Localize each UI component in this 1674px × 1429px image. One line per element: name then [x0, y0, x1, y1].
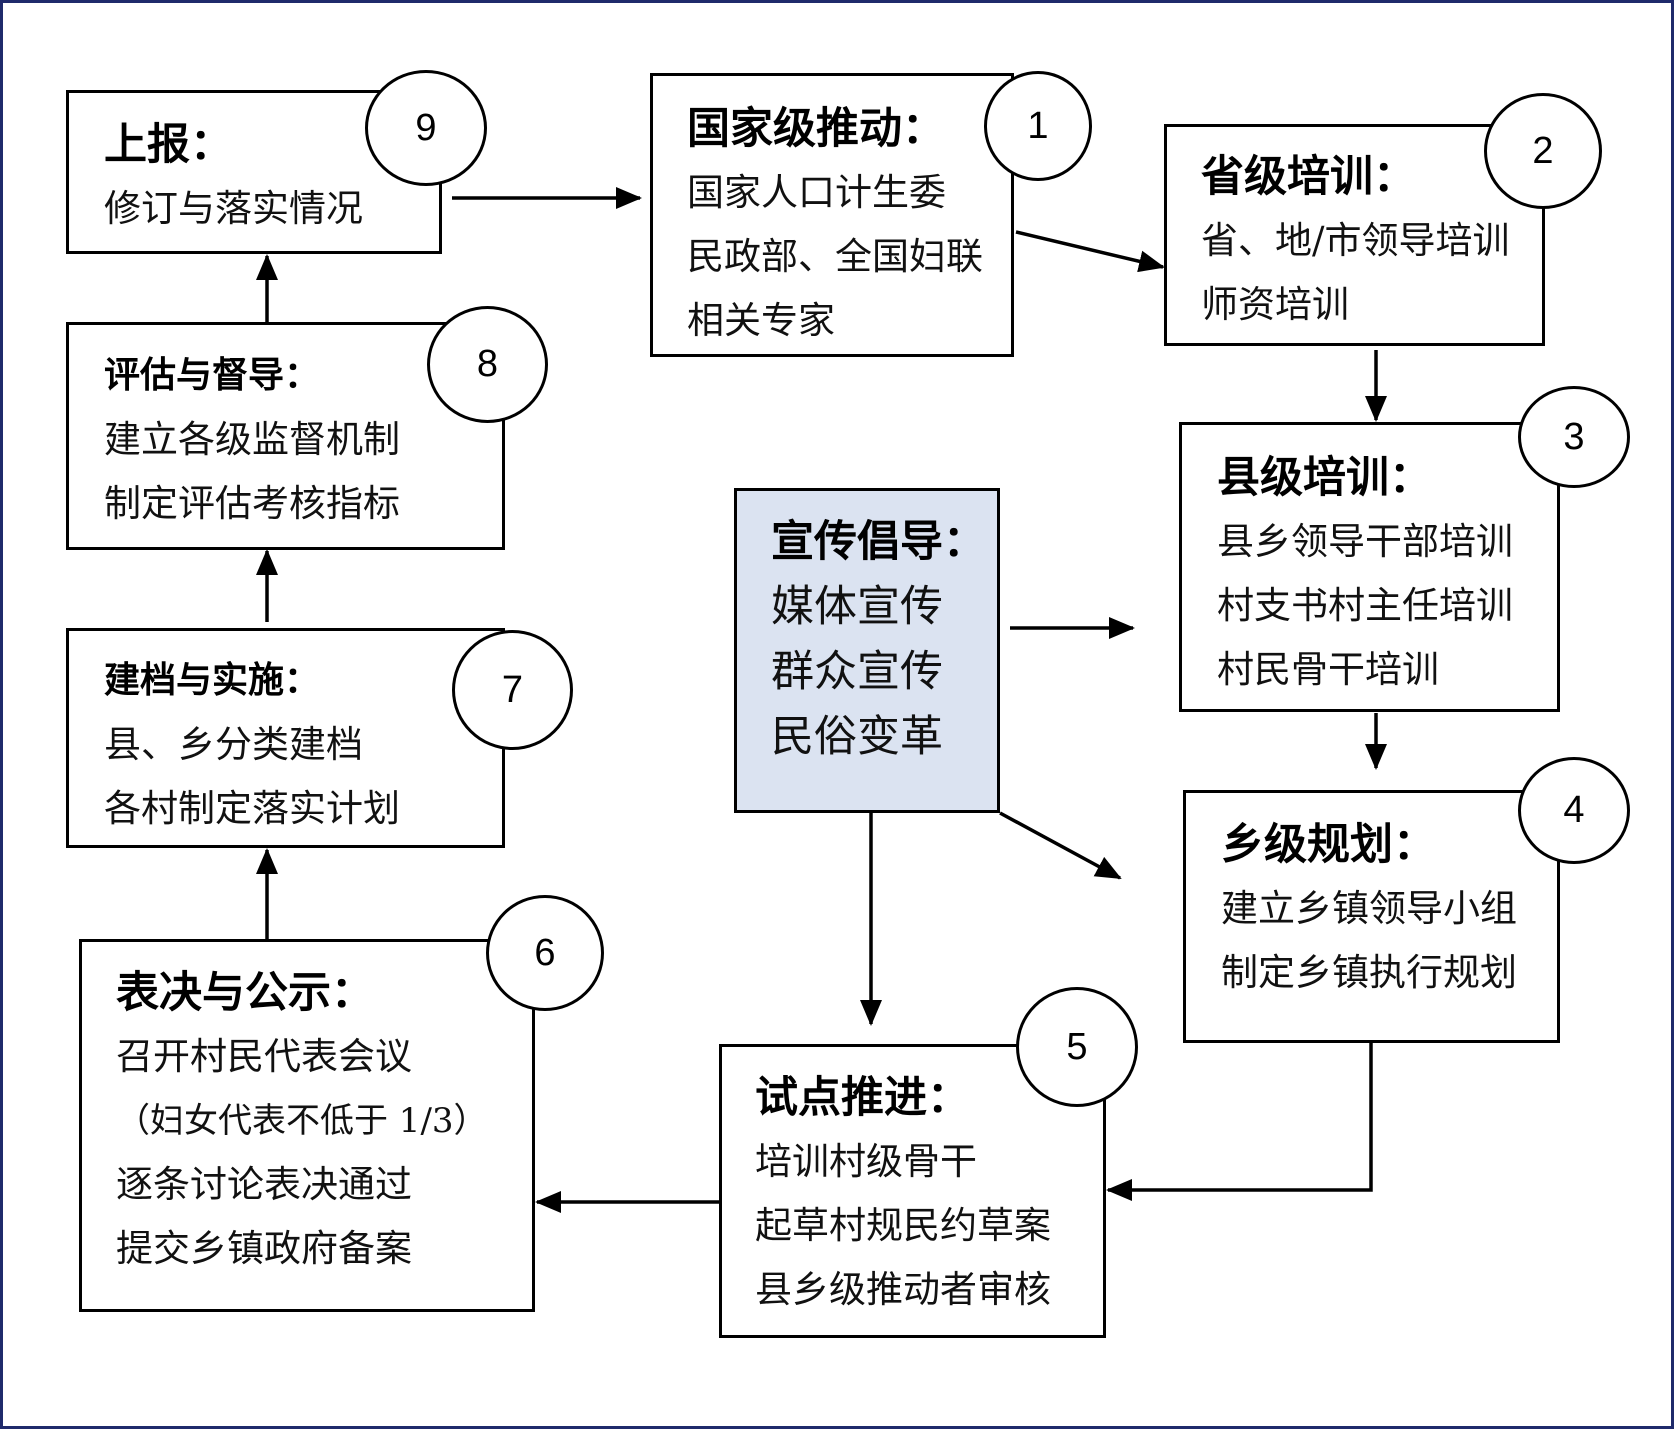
advocacy-line: 媒体宣传	[771, 582, 943, 632]
step-title: 评估与督导：	[104, 355, 321, 396]
step-line: 修订与落实情况	[104, 187, 363, 230]
step-line: 建立各级监督机制	[104, 418, 400, 461]
step-box-6: 表决与公示： 召开村民代表会议 （妇女代表不低于 1/3） 逐条讨论表决通过 提…	[79, 939, 535, 1312]
step-box-1: 国家级推动： 国家人口计生委 民政部、全国妇联 相关专家	[650, 73, 1014, 357]
step-box-3: 县级培训： 县乡领导干部培训 村支书村主任培训 村民骨干培训	[1179, 422, 1560, 712]
step-line: 县乡级推动者审核	[755, 1268, 1051, 1311]
step-line: 县乡领导干部培训	[1217, 520, 1513, 563]
step-line: 省、地/市领导培训	[1201, 219, 1510, 262]
step-number-badge-6: 6	[486, 895, 604, 1011]
step-line: 县、乡分类建档	[104, 723, 363, 766]
step-line: 制定评估考核指标	[104, 482, 400, 525]
step-line: 逐条讨论表决通过	[116, 1163, 412, 1206]
step-title: 乡级规划：	[1221, 820, 1436, 870]
step-title: 建档与实施：	[104, 660, 321, 701]
step-line: 建立乡镇领导小组	[1221, 887, 1517, 930]
step-line: 制定乡镇执行规划	[1221, 951, 1517, 994]
step-number-badge-2: 2	[1484, 93, 1602, 209]
step-line: 培训村级骨干	[755, 1140, 977, 1183]
step-number-badge-9: 9	[365, 70, 487, 186]
step-number-badge-5: 5	[1016, 987, 1138, 1107]
step-line: 民政部、全国妇联	[687, 235, 983, 278]
step-line: 相关专家	[687, 299, 835, 342]
step-line: 村支书村主任培训	[1217, 584, 1513, 627]
advocacy-title: 宣传倡导：	[771, 517, 986, 567]
step-title: 国家级推动：	[687, 104, 945, 154]
step-line: 提交乡镇政府备案	[116, 1227, 412, 1270]
advocacy-line: 群众宣传	[771, 647, 943, 697]
advocacy-line: 民俗变革	[771, 712, 943, 762]
arrow-advocacy-to-step4	[999, 811, 1122, 880]
step-title: 县级培训：	[1217, 453, 1432, 503]
step-number-badge-1: 1	[984, 71, 1092, 181]
step-title: 上报：	[104, 120, 233, 170]
step-title: 试点推进：	[755, 1073, 970, 1123]
advocacy-box: 宣传倡导： 媒体宣传 群众宣传 民俗变革	[734, 488, 1000, 813]
step-number-badge-8: 8	[427, 306, 548, 423]
arrow-step1-to-step2	[1015, 230, 1165, 273]
step-box-2: 省级培训： 省、地/市领导培训 师资培训	[1164, 124, 1545, 346]
step-line: 国家人口计生委	[687, 171, 946, 214]
step-line: （妇女代表不低于 1/3）	[116, 1101, 488, 1141]
step-title: 省级培训：	[1201, 152, 1416, 202]
arrow-step4-to-step5	[1106, 1043, 1373, 1201]
step-number-badge-4: 4	[1518, 757, 1630, 864]
step-box-7: 建档与实施： 县、乡分类建档 各村制定落实计划	[66, 628, 505, 848]
step-number-badge-7: 7	[452, 630, 573, 750]
step-line: 召开村民代表会议	[116, 1035, 412, 1078]
step-line: 村民骨干培训	[1217, 648, 1439, 691]
step-title: 表决与公示：	[116, 968, 374, 1018]
step-number-badge-3: 3	[1518, 386, 1630, 488]
step-line: 师资培训	[1201, 283, 1349, 326]
step-line: 起草村规民约草案	[755, 1204, 1051, 1247]
step-box-4: 乡级规划： 建立乡镇领导小组 制定乡镇执行规划	[1183, 790, 1560, 1043]
step-line: 各村制定落实计划	[104, 787, 400, 830]
